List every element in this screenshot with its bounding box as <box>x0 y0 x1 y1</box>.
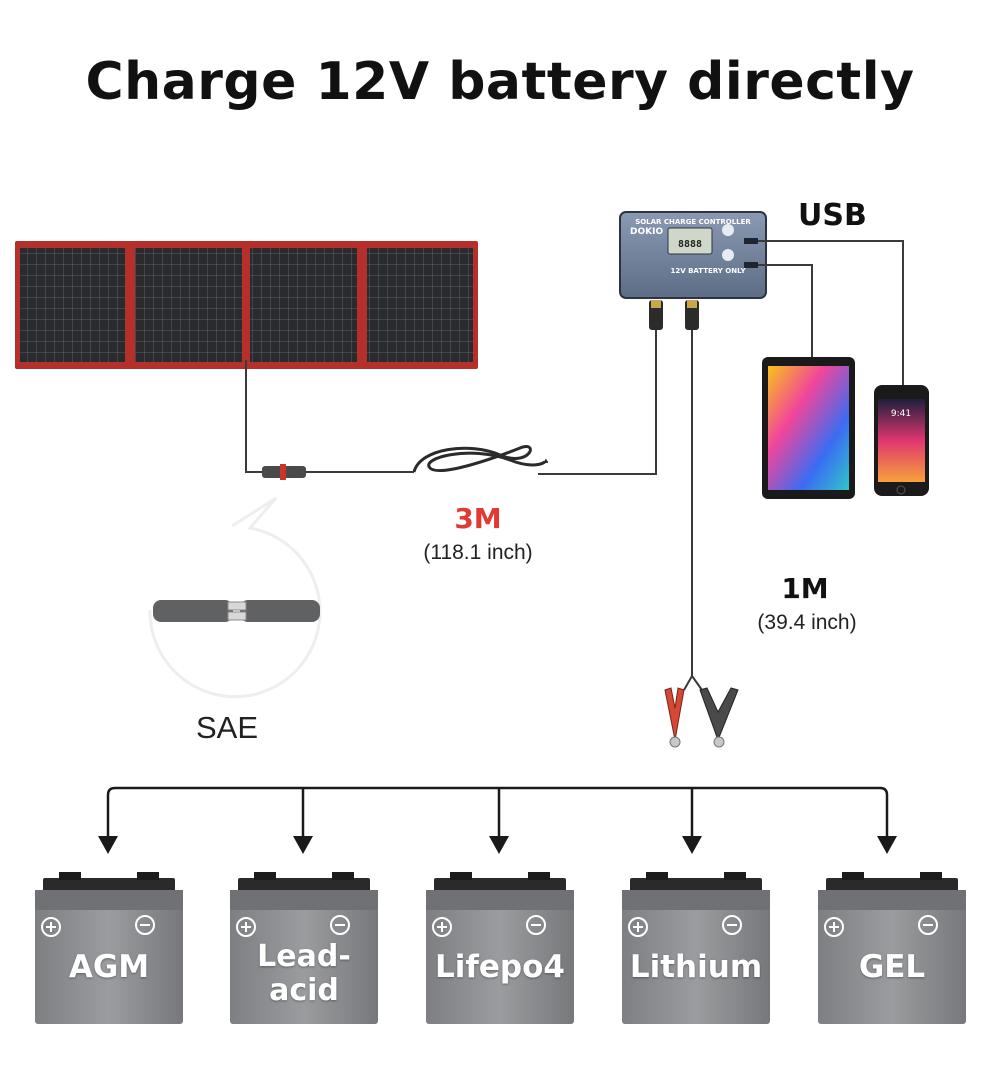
coiled-cable <box>412 445 547 473</box>
battery-label: Lithium <box>629 949 763 985</box>
controller-plugs <box>649 300 699 330</box>
tablet <box>762 357 855 499</box>
controller-button-top <box>722 224 734 236</box>
battery-3 <box>426 872 574 1024</box>
cable-3m-inch-label: (118.1 inch) <box>423 541 533 564</box>
distribution-lines <box>106 786 889 840</box>
phone-time: 9:41 <box>891 409 911 419</box>
battery-2 <box>230 872 378 1024</box>
plus-icon <box>41 917 61 937</box>
battery-clamp-red <box>664 687 685 748</box>
usb-wires <box>758 240 904 386</box>
battery-label: AGM <box>68 949 150 985</box>
sae-connector-callout <box>148 496 322 699</box>
smartphone: 9:41 <box>874 385 929 496</box>
usb-port-2 <box>744 262 758 268</box>
usb-label: USB <box>798 198 867 233</box>
sae-label: SAE <box>196 710 259 745</box>
battery-5 <box>818 872 966 1024</box>
plus-icon <box>432 917 452 937</box>
battery-clamp-black <box>699 687 739 748</box>
cable-connector <box>262 464 306 480</box>
minus-icon <box>526 915 546 935</box>
cable-1m-inch-label: (39.4 inch) <box>757 611 857 634</box>
page-title: Charge 12V battery directly <box>85 52 915 112</box>
battery-label: Lifepo4 <box>435 949 565 985</box>
controller-display: 8888 <box>678 239 702 250</box>
usb-port-1 <box>744 238 758 244</box>
cable-3m-label: 3M <box>454 502 502 535</box>
minus-icon <box>135 915 155 935</box>
minus-icon <box>330 915 350 935</box>
minus-icon <box>722 915 742 935</box>
battery-label: Lead- acid <box>257 939 351 1008</box>
battery-cable <box>683 330 703 691</box>
plus-icon <box>628 917 648 937</box>
battery-group <box>35 872 966 1024</box>
solar-panel <box>15 241 478 369</box>
controller-battery-note: 12V BATTERY ONLY <box>670 267 746 275</box>
controller-brand: DOKIO <box>630 227 663 237</box>
plus-icon <box>824 917 844 937</box>
distribution-arrowheads <box>98 836 897 854</box>
controller-button-bottom <box>722 249 734 261</box>
solar-charge-controller: SOLAR CHARGE CONTROLLER DOKIO 8888 12V B… <box>619 211 767 299</box>
minus-icon <box>918 915 938 935</box>
controller-header: SOLAR CHARGE CONTROLLER <box>635 218 751 226</box>
battery-label: GEL <box>858 949 926 985</box>
battery-1 <box>35 872 183 1024</box>
battery-4 <box>622 872 770 1024</box>
cable-1m-label: 1M <box>781 572 829 605</box>
plus-icon <box>236 917 256 937</box>
